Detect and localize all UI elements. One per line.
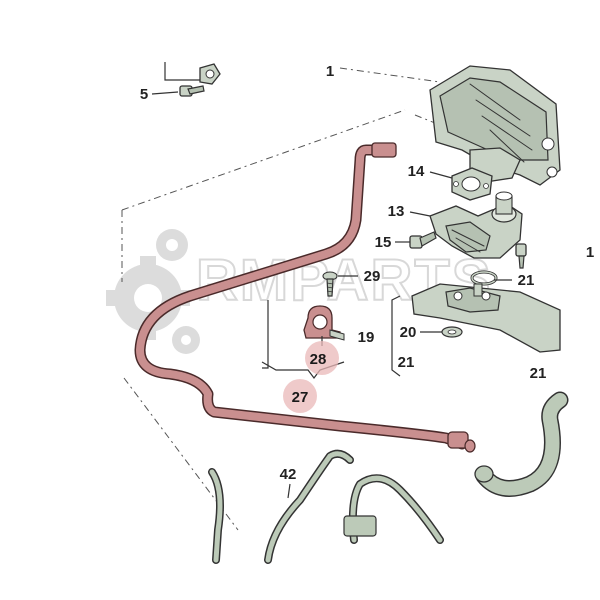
label-14: 14	[408, 163, 425, 180]
label-5: 5	[140, 86, 148, 103]
label-13: 13	[388, 203, 405, 220]
bolt-5	[179, 85, 205, 97]
label-21-mid: 21	[398, 354, 415, 371]
label-20: 20	[400, 324, 417, 341]
label-42: 42	[280, 466, 297, 483]
label-15: 15	[375, 234, 392, 251]
grey-hoses-bottom	[208, 449, 444, 564]
label-21-top: 21	[518, 272, 535, 289]
part-1-intake-manifold	[429, 65, 561, 186]
label-28: 28	[310, 351, 327, 368]
badge-27	[283, 379, 317, 413]
bolt-15	[409, 231, 437, 249]
label-29: 29	[364, 268, 381, 285]
part-21-o-ring	[470, 270, 498, 286]
grey-hose-right	[474, 391, 569, 497]
screw-29	[322, 271, 338, 297]
label-1-cut: 1	[586, 244, 594, 261]
clip-28	[303, 305, 345, 341]
part-labels: 1 5 14 13 15 1 29 21 20 19 21 21 28 27 4…	[140, 63, 594, 483]
badge-28	[305, 341, 339, 375]
watermark-gear-icon	[106, 229, 200, 354]
label-19: 19	[358, 329, 375, 346]
part-19-bracket	[411, 283, 561, 353]
part-20-washer	[441, 326, 463, 338]
part-13-elbow	[429, 191, 523, 259]
bolt-right-edge	[515, 243, 527, 269]
label-27: 27	[292, 389, 309, 406]
label-1: 1	[326, 63, 334, 80]
part-14-gasket	[451, 167, 493, 201]
label-21-right: 21	[530, 365, 547, 382]
part-5-assembly	[151, 62, 221, 97]
hose-27-highlighted	[134, 142, 476, 453]
